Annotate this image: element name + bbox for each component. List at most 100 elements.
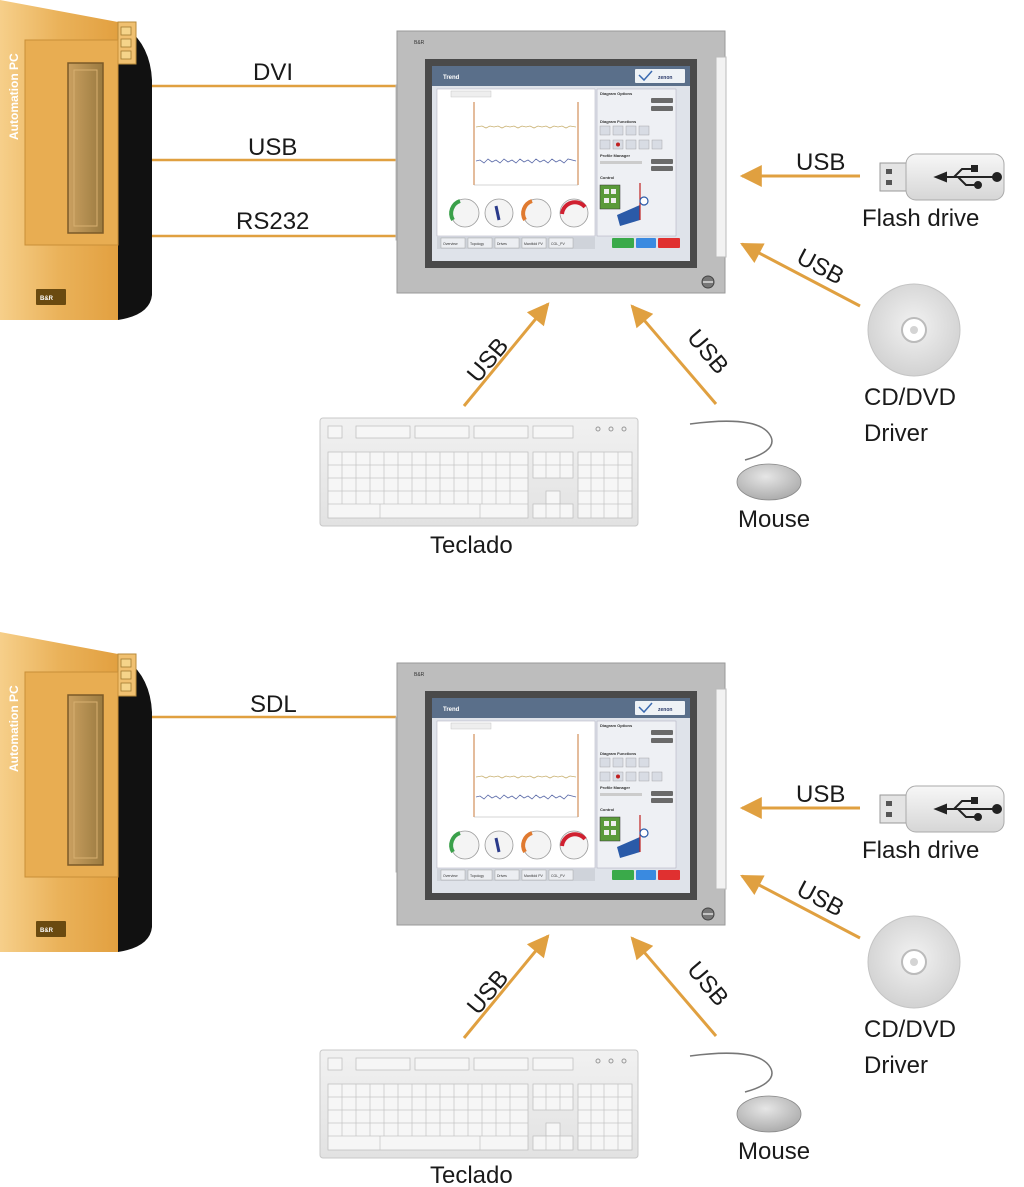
arrow-label-usb-cd: USB — [792, 875, 848, 922]
arrow-usb-cd — [740, 874, 861, 940]
side-section-label: Profile Manager — [600, 785, 630, 790]
panel-right-bracket — [715, 56, 727, 258]
flash-drive-label: Flash drive — [862, 205, 979, 232]
screen-logo: zenon — [658, 707, 672, 713]
panel-brand: B&R — [414, 672, 425, 678]
mouse-body-icon — [736, 463, 802, 501]
side-section-label: Diagram Functions — [600, 119, 637, 124]
mouse-2: Mouse — [689, 1052, 810, 1165]
cd-label-line1: CD/DVD — [864, 384, 956, 411]
side-section-label: Diagram Options — [600, 723, 633, 728]
panel-pc-2: B&R Trend zenon — [395, 662, 727, 926]
pc-card-slot — [67, 694, 104, 866]
usb-symbol-icon — [933, 797, 1002, 821]
cd-dvd-1: CD/DVD Driver — [864, 283, 961, 447]
mouse-body-icon — [736, 1095, 802, 1133]
pc-cables-1: DVI USB RS232 — [152, 59, 396, 238]
flash-drive-connector — [879, 162, 907, 192]
screen-nav-button: Drives — [497, 242, 507, 246]
screen-nav-button: Manifold PV — [524, 874, 544, 878]
screen-logo-box — [635, 69, 685, 83]
automation-pc-1: Automation PC B&R — [0, 0, 152, 320]
pc-brand: B&R — [40, 928, 54, 934]
keyboard-label: Teclado — [430, 532, 513, 559]
pc-back-panel — [118, 22, 152, 320]
cd-label-line2: Driver — [864, 420, 928, 447]
mouse-1: Mouse — [689, 420, 810, 533]
trend-line-2 — [475, 158, 577, 164]
keyboard-2: Teclado — [319, 1049, 639, 1187]
bottom-connections-1: USB USB — [462, 302, 734, 407]
screen-nav-button: Topology — [470, 874, 484, 878]
screen-green-button — [612, 238, 634, 248]
side-section-label: Profile Manager — [600, 153, 630, 158]
screen-red-button — [658, 870, 680, 880]
screen-blue-button — [636, 870, 656, 880]
keyboard-numpad — [577, 1083, 633, 1151]
screen-nav-button: Drives — [497, 874, 507, 878]
mouse-cable — [689, 420, 773, 461]
cable-label-usb: USB — [248, 134, 297, 161]
mouse-label: Mouse — [738, 1138, 810, 1165]
screen-title: Trend — [443, 707, 460, 713]
cd-dvd-2: CD/DVD Driver — [864, 915, 961, 1079]
panel-brand: B&R — [414, 40, 425, 46]
pc-card-slot — [67, 62, 104, 234]
arrow-label-usb-flash: USB — [796, 149, 845, 176]
cd-label-line1: CD/DVD — [864, 1016, 956, 1043]
flash-drive-label: Flash drive — [862, 837, 979, 864]
side-section-label: Diagram Functions — [600, 751, 637, 756]
screen-header — [432, 66, 690, 86]
arrow-usb-keyboard — [462, 302, 550, 407]
arrow-usb-mouse — [630, 304, 718, 405]
zenon-check-icon — [638, 70, 653, 82]
screen-nav-button: CGL_PV — [551, 874, 565, 878]
pc-logo — [36, 921, 66, 937]
keyboard-label: Teclado — [430, 1162, 513, 1187]
arrow-usb-keyboard — [462, 934, 550, 1039]
screen-nav-button: CGL_PV — [551, 242, 565, 246]
pc-brand: B&R — [40, 296, 54, 302]
cable-label-sdl: SDL — [250, 691, 297, 718]
keyboard-main-keys — [327, 451, 529, 519]
panel-right-bracket — [715, 688, 727, 890]
screen-logo-box — [635, 701, 685, 715]
trend-line-1 — [475, 125, 577, 129]
pc-label: Automation PC — [7, 685, 21, 772]
arrow-label-usb-keyboard: USB — [462, 333, 514, 388]
screen-nav-button: Manifold PV — [524, 242, 544, 246]
flash-drive-connector — [879, 794, 907, 824]
panel-pc-1: B&R Trend zenon — [395, 30, 727, 294]
zenon-check-icon — [638, 702, 653, 714]
mouse-label: Mouse — [738, 506, 810, 533]
mouse-cable — [689, 1052, 773, 1093]
pc-back-panel — [118, 654, 152, 952]
screen-title: Trend — [443, 75, 460, 81]
bottom-connections-2: USB USB — [462, 934, 734, 1039]
arrow-label-usb-cd: USB — [792, 243, 848, 290]
keyboard-main-keys — [327, 1083, 529, 1151]
screen-nav-button: Overview — [443, 242, 458, 246]
cd-label-line2: Driver — [864, 1052, 928, 1079]
screen-blue-button — [636, 238, 656, 248]
right-connections-2: USB USB — [739, 781, 861, 940]
keyboard-1: Teclado — [319, 417, 639, 559]
arrow-label-usb-keyboard: USB — [462, 965, 514, 1020]
cable-label-dvi: DVI — [253, 59, 293, 86]
screen-red-button — [658, 238, 680, 248]
pc-label: Automation PC — [7, 53, 21, 140]
screen-nav-button: Overview — [443, 874, 458, 878]
diagram-1: Automation PC B&R DVI USB RS232 B&R Tren… — [0, 0, 1005, 559]
flash-drive-1: Flash drive — [862, 153, 1005, 232]
screen-header — [432, 698, 690, 718]
screen-green-button — [612, 870, 634, 880]
side-section-label: Control — [600, 807, 614, 812]
pc-cables-2: SDL — [152, 691, 396, 719]
right-connections-1: USB USB — [739, 149, 861, 308]
gauges — [449, 830, 589, 860]
trend-line-1 — [475, 775, 577, 779]
cable-label-rs232: RS232 — [236, 208, 309, 235]
arrow-usb-mouse — [630, 936, 718, 1037]
screen-logo: zenon — [658, 75, 672, 81]
